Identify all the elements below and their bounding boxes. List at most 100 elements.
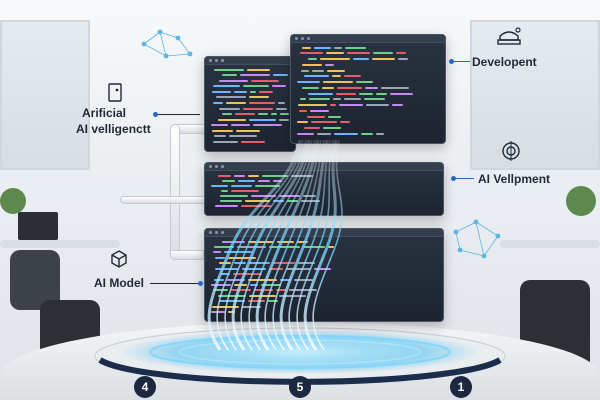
code-token — [398, 58, 408, 60]
code-token — [364, 98, 385, 100]
code-token — [339, 104, 363, 106]
code-token — [213, 102, 223, 104]
code-token — [211, 124, 228, 126]
code-token — [323, 127, 341, 129]
code-token — [233, 273, 262, 275]
code-token — [212, 91, 231, 93]
code-token — [311, 121, 337, 123]
code-token — [213, 85, 240, 87]
code-token — [279, 119, 289, 121]
code-token — [226, 102, 246, 104]
code-token — [248, 279, 277, 281]
code-token — [345, 47, 366, 49]
code-token — [250, 284, 258, 286]
code-token — [221, 190, 228, 192]
code-token — [302, 47, 311, 49]
code-token — [268, 300, 278, 302]
code-token — [269, 268, 283, 270]
code-token — [301, 70, 309, 72]
code-token — [231, 124, 250, 126]
code-token — [286, 268, 311, 270]
code-token — [307, 116, 325, 118]
code-token — [236, 130, 260, 132]
code-token — [276, 108, 287, 110]
code-token — [248, 241, 274, 243]
code-token — [366, 104, 389, 106]
code-token — [299, 110, 307, 112]
code-panel-top-main — [290, 34, 446, 144]
stream-line — [296, 139, 334, 351]
stream-line — [264, 139, 322, 351]
label-ai-model: AI Model — [94, 276, 144, 290]
code-token — [309, 98, 330, 100]
code-token — [304, 75, 329, 77]
code-token — [340, 121, 350, 123]
code-token — [227, 279, 245, 281]
code-token — [253, 124, 282, 126]
office-window-pane — [470, 20, 600, 170]
code-token — [376, 93, 387, 95]
code-token — [361, 133, 373, 135]
code-token — [215, 268, 239, 270]
code-token — [222, 74, 237, 76]
code-token — [220, 195, 248, 197]
code-token — [317, 133, 331, 135]
code-token — [304, 127, 320, 129]
code-token — [214, 69, 244, 71]
code-token — [262, 175, 288, 177]
code-token — [273, 262, 295, 264]
label-ai-velligenctt: AI velligenctt — [76, 122, 151, 136]
step-badge: 5 — [289, 376, 311, 398]
step-badge: 1 — [450, 376, 472, 398]
code-token — [297, 121, 308, 123]
code-token — [251, 195, 276, 197]
code-token — [308, 93, 333, 95]
code-token — [359, 93, 373, 95]
code-token — [303, 195, 316, 197]
stream-line — [312, 139, 343, 351]
network-graph-icon — [453, 219, 501, 259]
code-token — [356, 81, 373, 83]
code-token — [273, 180, 282, 182]
network-graph-icon — [141, 29, 193, 59]
code-token — [222, 180, 235, 182]
code-token — [376, 133, 384, 135]
code-token — [234, 91, 247, 93]
office-window-pane — [0, 20, 90, 170]
code-token — [238, 180, 255, 182]
code-token — [249, 295, 276, 297]
code-token — [322, 87, 334, 89]
code-token — [353, 58, 369, 60]
code-token — [297, 241, 308, 243]
stream-line — [224, 139, 307, 351]
code-token — [258, 180, 270, 182]
code-token — [243, 85, 269, 87]
code-token — [276, 289, 286, 291]
code-token — [234, 175, 245, 177]
code-token — [213, 141, 238, 143]
code-token — [323, 81, 353, 83]
code-token — [273, 74, 288, 76]
code-token — [303, 246, 325, 248]
code-token — [280, 279, 291, 281]
code-token — [228, 311, 235, 313]
code-token — [229, 135, 257, 137]
code-token — [271, 113, 277, 115]
code-token — [344, 75, 361, 77]
code-token — [320, 58, 350, 60]
code-token — [259, 91, 273, 93]
code-token — [365, 87, 378, 89]
stream-line — [231, 139, 311, 351]
code-token — [372, 58, 395, 60]
code-token — [334, 47, 342, 49]
connector-line — [449, 59, 470, 64]
stream-line — [279, 139, 329, 351]
code-token — [218, 119, 246, 121]
code-token — [231, 190, 259, 192]
stream-line — [272, 139, 325, 351]
code-token — [255, 185, 280, 187]
code-token — [249, 119, 276, 121]
code-token — [219, 108, 240, 110]
code-token — [231, 289, 251, 291]
